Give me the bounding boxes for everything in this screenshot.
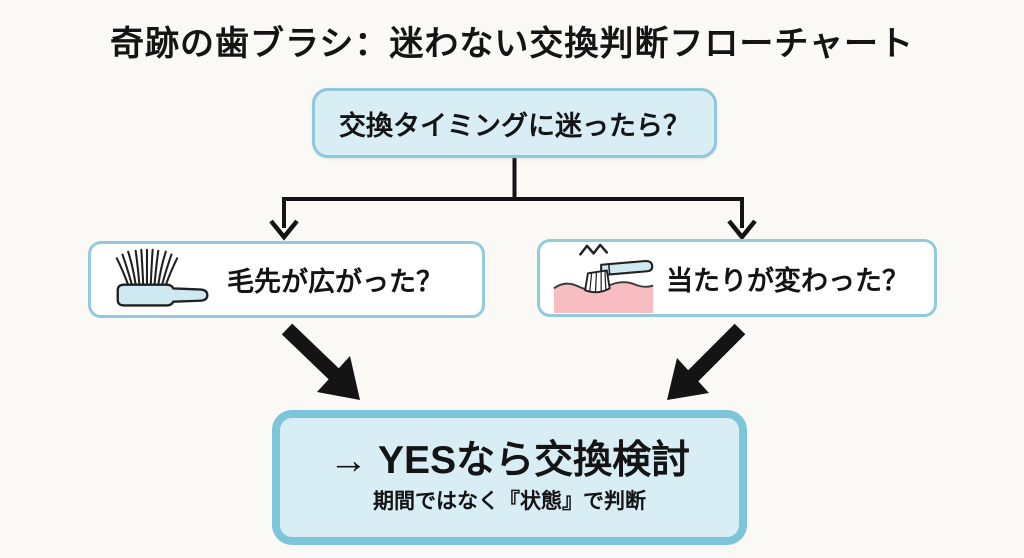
branch-node-bristles-label: 毛先が広がった？ — [227, 267, 443, 297]
branch-node-feel: 当たりが変わった？ — [537, 239, 937, 317]
thick-arrow-left-shaft — [281, 323, 342, 382]
branch-node-feel-label: 当たりが変わった？ — [666, 265, 909, 296]
thick-arrow-right-shaft — [685, 323, 746, 384]
arrowhead-down-left — [269, 219, 299, 241]
result-main-text: → YESなら交換検討 — [328, 438, 691, 482]
page-title: 奇跡の歯ブラシ：迷わない交換判断フローチャート — [110, 25, 914, 63]
toothbrush-splayed-icon — [115, 248, 209, 307]
result-sub-text: 期間ではなく『状態』で判断 — [373, 490, 646, 514]
toothbrush-gum-icon — [553, 243, 654, 313]
thick-arrows — [281, 323, 746, 400]
arrowhead-down-right — [727, 219, 757, 241]
start-node: 交換タイミングに迷ったら？ — [312, 88, 717, 158]
branch-node-bristles: 毛先が広がった？ — [88, 241, 485, 318]
thick-arrow-left-head — [317, 356, 360, 400]
thick-arrow-right-head — [667, 358, 709, 400]
tree-connector — [269, 158, 757, 241]
result-node: → YESなら交換検討 期間ではなく『状態』で判断 — [272, 410, 747, 545]
start-node-label: 交換タイミングに迷ったら？ — [339, 110, 690, 141]
